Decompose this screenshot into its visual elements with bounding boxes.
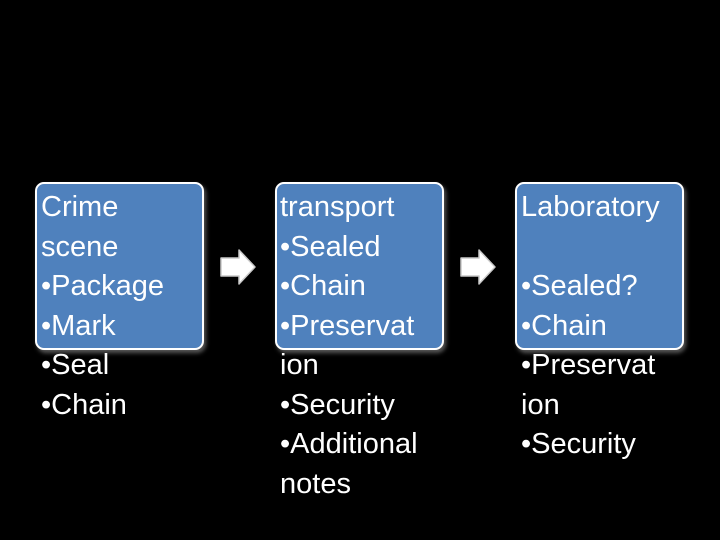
stage-text-transport: transport •Sealed •Chain •Preservat ion … bbox=[280, 188, 418, 504]
stage-line: Crime bbox=[41, 191, 119, 223]
stage-line: notes bbox=[280, 467, 351, 500]
stage-line: •Security bbox=[521, 428, 636, 460]
stage-line: •Preservat bbox=[521, 349, 656, 381]
stage-box-transport bbox=[275, 182, 444, 350]
stage-line: ion bbox=[280, 349, 319, 381]
stage-line: transport bbox=[280, 191, 395, 223]
stage-line: ion bbox=[521, 388, 560, 421]
stage-line: •Sealed bbox=[280, 230, 381, 263]
stage-text-laboratory: Laboratory •Sealed? •Chain •Preservat io… bbox=[521, 188, 660, 465]
stage-line: •Seal bbox=[41, 349, 110, 381]
stage-line: Laboratory bbox=[521, 191, 660, 223]
stage-line: •Chain bbox=[41, 388, 127, 421]
stage-box-crime-scene bbox=[35, 182, 204, 350]
stage-line: •Chain bbox=[521, 309, 607, 342]
stage-line: •Sealed? bbox=[521, 270, 638, 302]
stage-line: •Chain bbox=[280, 270, 366, 302]
stage-line: •Additional bbox=[280, 428, 418, 460]
stage-line: •Package bbox=[41, 270, 165, 302]
stage-line: •Mark bbox=[41, 309, 116, 342]
stage-line bbox=[521, 228, 660, 268]
stage-line: •Preservat bbox=[280, 309, 415, 342]
stage-line: •Security bbox=[280, 388, 395, 421]
stage-text-crime-scene: Crime scene •Package •Mark •Seal •Chain bbox=[41, 188, 164, 425]
stage-box-laboratory bbox=[515, 182, 684, 350]
block-arrow-right-icon bbox=[460, 249, 496, 285]
stage-line: scene bbox=[41, 230, 119, 263]
block-arrow-right-icon bbox=[220, 249, 256, 285]
